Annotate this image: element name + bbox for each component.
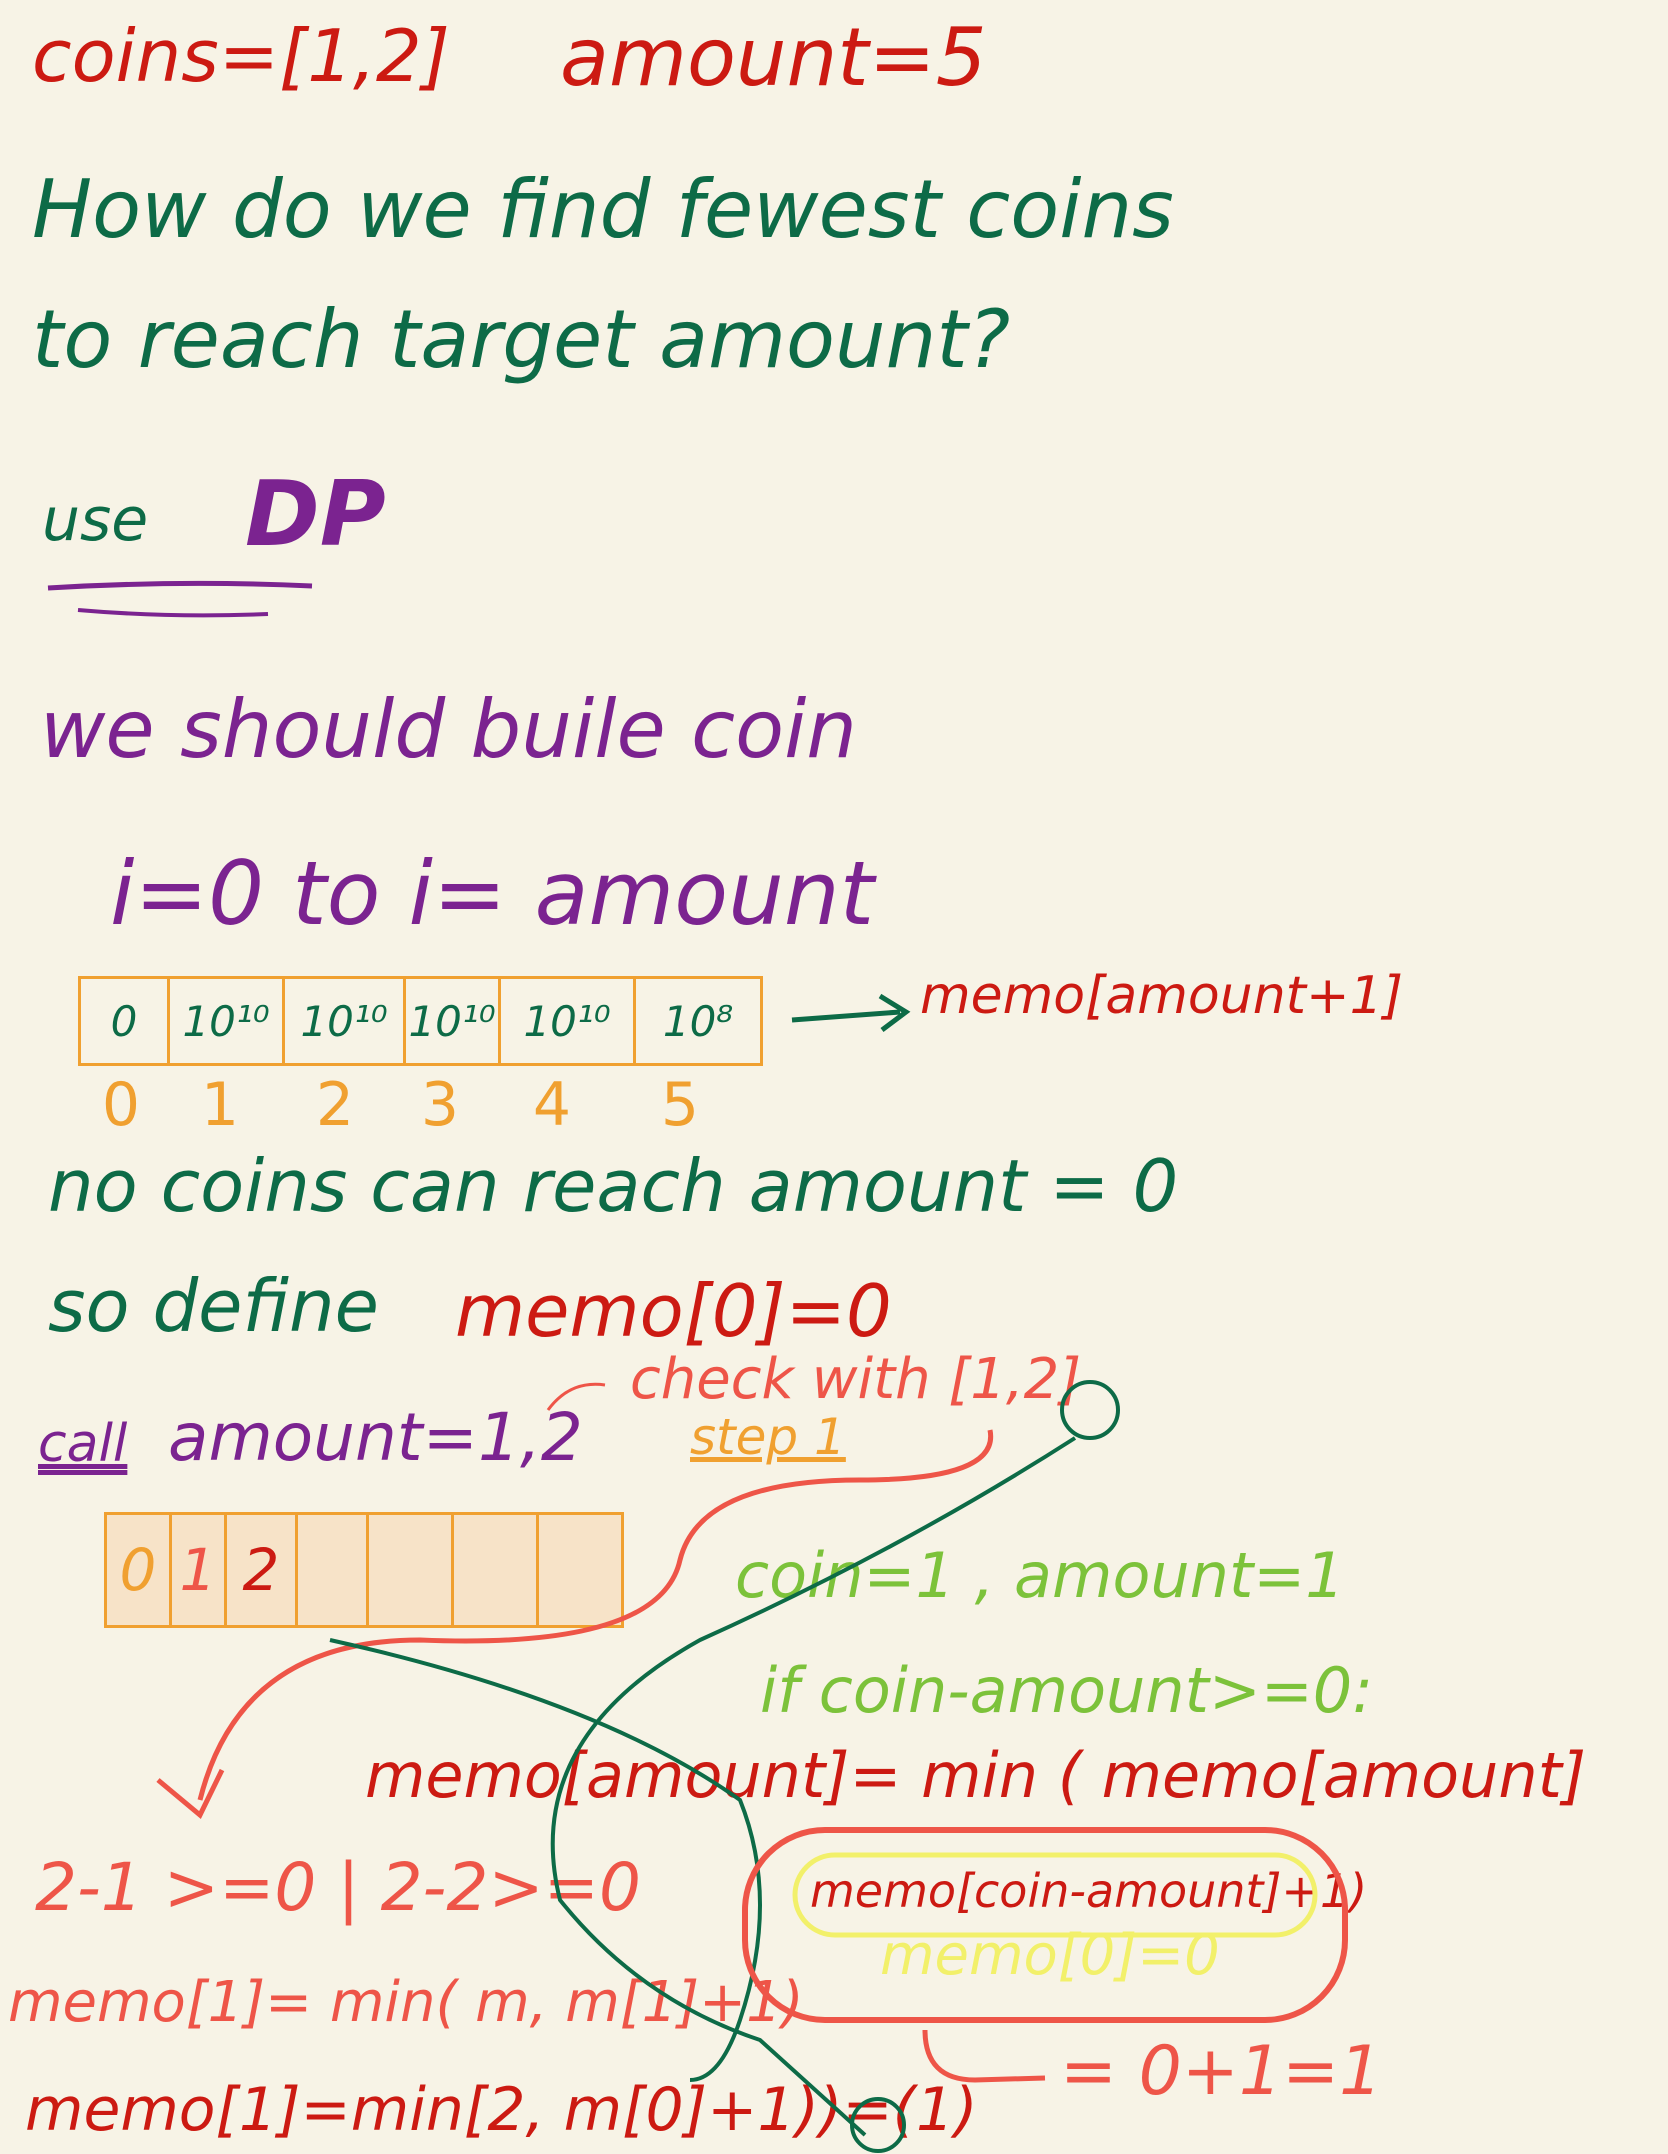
memo2-cell: 1: [169, 1512, 224, 1628]
memo-table: 0 10¹⁰ 10¹⁰ 10¹⁰ 10¹⁰ 10⁸: [78, 976, 763, 1066]
step-label: step 1: [690, 1408, 846, 1466]
base-case-line-1: no coins can reach amount = 0: [48, 1144, 1179, 1228]
memo-index: 5: [660, 1070, 700, 1140]
question-line-2: to reach target amount?: [32, 293, 1011, 386]
green-arrow-path-2: [329, 1638, 762, 2082]
memo2-cell: 0: [104, 1512, 169, 1628]
red-arrowhead: [156, 1768, 225, 1819]
red-arrow-path: [197, 1429, 994, 1801]
result-bracket: [922, 2029, 1046, 2083]
coins-definition: coins=[1,2]: [32, 14, 450, 98]
result-circle: [850, 2097, 906, 2153]
memo-cell: 10¹⁰: [403, 976, 498, 1066]
amount-definition: amount=5: [560, 11, 987, 104]
memo2-cell: 2: [224, 1512, 295, 1628]
memo-cell: 10¹⁰: [167, 976, 282, 1066]
base-case-line-2: so define: [48, 1264, 379, 1348]
memo-index: 2: [315, 1070, 355, 1140]
memo2-cell: [536, 1512, 624, 1628]
formula-result: = 0+1=1: [1060, 2032, 1383, 2111]
memo-table-2: 0 1 2: [104, 1512, 624, 1628]
approach-dp: DP: [245, 462, 386, 567]
calc-line-3: memo[1]=min[2, m[0]+1))=(1): [25, 2075, 978, 2145]
build-line-2: i=0 to i= amount: [110, 842, 875, 945]
memo-cell: 10⁸: [633, 976, 763, 1066]
memo2-cell: [451, 1512, 536, 1628]
circle-2: [1060, 1380, 1120, 1440]
call-label: call: [38, 1414, 128, 1474]
calc-line-2: memo[1]= min( m, m[1]+1): [8, 1970, 804, 2035]
memo-highlight-box: [792, 1852, 1318, 1938]
formula-line-1: memo[amount]= min ( memo[amount]: [365, 1739, 1587, 1812]
question-line-1: How do we find fewest coins: [32, 163, 1174, 256]
calc-line-1: 2-1 >=0 | 2-2>=0: [35, 1849, 641, 1926]
memo2-cell: [366, 1512, 451, 1628]
memo-indices: 0 1 2 3 4 5: [78, 1070, 742, 1140]
memo-index: 4: [532, 1070, 572, 1140]
memo-cell: 0: [78, 976, 167, 1066]
approach-use: use: [42, 485, 149, 555]
arrowhead: [878, 993, 911, 1032]
memo-cell: 10¹⁰: [282, 976, 403, 1066]
green-arrow-path: [550, 1436, 1077, 2137]
memo2-cell: [295, 1512, 366, 1628]
memo-table-label: memo[amount+1]: [920, 966, 1403, 1026]
dp-underline-2: [77, 608, 269, 618]
memo-index: 0: [101, 1070, 141, 1140]
check-arrow: [546, 1382, 606, 1411]
formula-line-2: memo[coin-amount]+1): [810, 1864, 1368, 1918]
call-amount: amount=1,2: [168, 1399, 583, 1476]
memo-cell: 10¹⁰: [498, 976, 633, 1066]
arrow-to-memo-label: [791, 1009, 901, 1023]
build-line-1: we should buile coin: [40, 683, 857, 776]
memo-index: 3: [420, 1070, 460, 1140]
base-case-memo: memo[0]=0: [455, 1269, 892, 1353]
dp-underline: [47, 580, 313, 591]
formula-highlight-box: [742, 1827, 1348, 2023]
memo-index: 1: [200, 1070, 240, 1140]
check-note: check with [1,2]: [630, 1347, 1082, 1412]
if-condition: if coin-amount>=0:: [760, 1654, 1374, 1727]
